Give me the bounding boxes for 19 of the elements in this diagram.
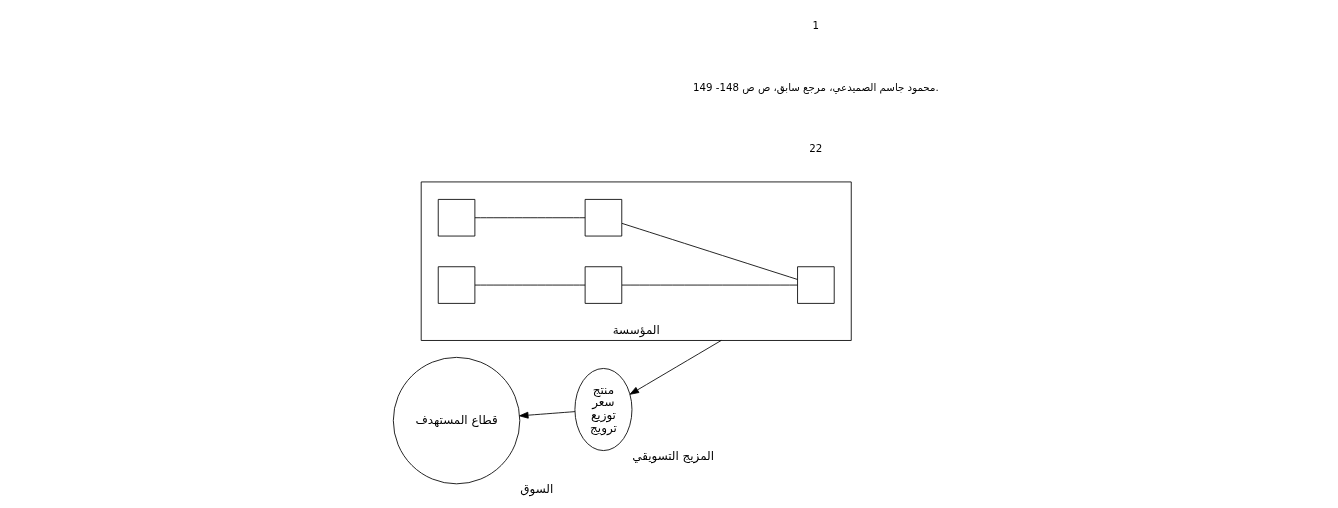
label: 1: [812, 20, 820, 32]
connector: [474, 217, 586, 219]
node-box: [437, 199, 476, 237]
label: محمود جاسم الصميدعي، مرجع سابق، ص ص 148- 149.: [693, 81, 939, 93]
node-box: [584, 199, 623, 237]
node-circle: قطاع المستهدف: [392, 356, 521, 485]
connector: [621, 222, 798, 280]
node-label: السوق: [520, 482, 554, 497]
arrow: [629, 340, 722, 395]
node-ellipse: منتج سعر توزيع ترويج: [574, 368, 633, 451]
label: 22: [809, 143, 823, 155]
node-box: [797, 266, 835, 304]
node-label: المزيج التسويقي: [632, 449, 715, 464]
connector: [474, 284, 586, 286]
node-box: [584, 266, 623, 304]
cluster: المؤسسة: [420, 181, 852, 341]
node-box: [437, 266, 476, 304]
connector: [621, 284, 798, 286]
arrow: [519, 411, 576, 419]
